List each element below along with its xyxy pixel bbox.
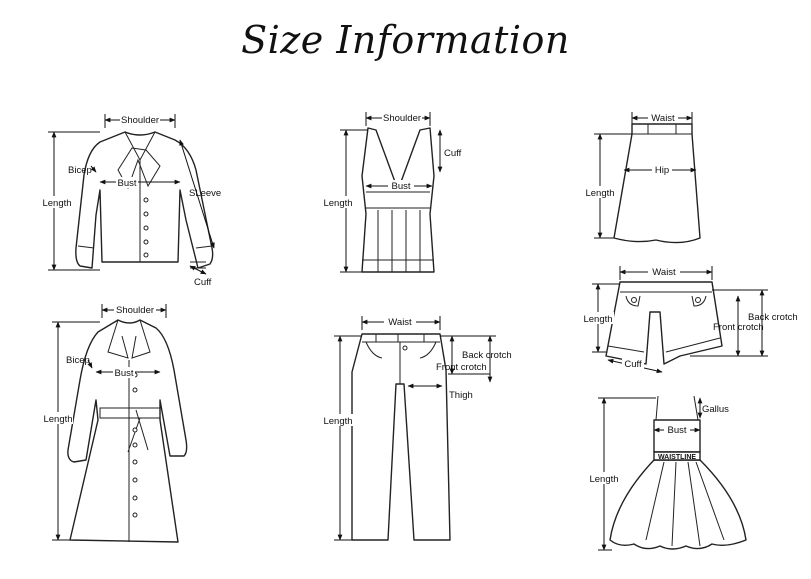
skirt-waist-dimension: Waist (631, 112, 693, 124)
pants-thigh-label: Thigh (449, 390, 473, 401)
coat-length-label: Length (43, 414, 72, 425)
pants-waist-label: Waist (388, 317, 412, 328)
shirt-length-label: Length (42, 198, 71, 209)
pants-length-dimension: Length (322, 335, 362, 541)
skirt-hip-label: Hip (655, 165, 669, 176)
dress-drawing (609, 395, 747, 550)
shirt-bust-dimension: Bust (99, 177, 181, 189)
tank-cuff-label: Cuff (444, 148, 462, 159)
shorts-waist-label: Waist (652, 267, 676, 278)
coat-shoulder-dimension: Shoulder (101, 304, 167, 318)
shirt-bust-label: Bust (117, 178, 136, 189)
shorts-front-crotch-label: Front crotch (713, 322, 764, 333)
dress-bust-label: Bust (667, 425, 686, 436)
coat-drawing (67, 319, 188, 543)
skirt-waist-label: Waist (651, 113, 675, 124)
dress-length-label: Length (589, 474, 618, 485)
pants-front-crotch-label: Front crotch (436, 362, 487, 373)
pants-front-crotch-dimension: Front crotch (436, 335, 493, 383)
shirt-length-dimension: Length (42, 131, 100, 271)
coat-bust-dimension: Bust (95, 367, 161, 379)
shorts-waist-dimension: Waist (619, 266, 713, 280)
dress-waistline-dimension: WAISTLINE (658, 454, 696, 461)
tank-length-dimension: Length (322, 129, 368, 273)
skirt-drawing (613, 123, 701, 244)
shorts-length-dimension: Length (582, 283, 620, 353)
pants-back-crotch-dimension: Back crotch (440, 335, 512, 375)
tank-shoulder-dimension: Shoulder (365, 112, 431, 126)
skirt-hip-dimension: Hip (623, 164, 697, 176)
skirt-figure: Waist Hip Length (584, 112, 701, 244)
dress-waistline-label: WAISTLINE (658, 454, 696, 461)
shirt-bicep-label: Bicep (68, 165, 92, 176)
shirt-bicep-dimension: Bicep (68, 165, 97, 176)
coat-bust-label: Bust (114, 368, 133, 379)
pants-back-crotch-label: Back crotch (462, 350, 512, 361)
shirt-shoulder-label: Shoulder (121, 115, 159, 126)
page-title: Size Information (241, 18, 570, 62)
coat-figure: Shoulder Length Bicep Bust (43, 304, 188, 543)
skirt-length-dimension: Length (584, 133, 632, 239)
pants-waist-dimension: Waist (361, 316, 441, 330)
shirt-cuff-dimension: Cuff (189, 265, 212, 288)
shorts-front-crotch-dimension: Front crotch (713, 295, 764, 357)
dress-gallus-label: Gallus (702, 404, 729, 415)
shorts-back-crotch-label: Back crotch (748, 312, 798, 323)
shirt-figure: Shoulder Length Bicep Bust SLeeve (42, 114, 221, 288)
shorts-drawing (605, 281, 723, 365)
shirt-sleeve-dimension: SLeeve (179, 139, 221, 249)
tank-cuff-dimension: Cuff (437, 129, 462, 173)
coat-bicep-dimension: Bicep (66, 355, 93, 369)
tank-bust-label: Bust (391, 181, 410, 192)
shirt-sleeve-label: SLeeve (189, 188, 221, 199)
shirt-drawing (75, 131, 214, 269)
pants-length-label: Length (323, 416, 352, 427)
shorts-figure: Waist Length Back crotch Front crotch (582, 266, 798, 374)
pants-figure: Waist Back crotch Front crotch Thigh (322, 316, 512, 541)
shirt-shoulder-dimension: Shoulder (104, 114, 176, 128)
tank-bust-dimension: Bust (365, 180, 433, 192)
tank-drawing (361, 127, 435, 273)
tank-shoulder-label: Shoulder (383, 113, 421, 124)
skirt-length-label: Length (585, 188, 614, 199)
shorts-length-label: Length (583, 314, 612, 325)
pants-thigh-dimension: Thigh (407, 383, 473, 401)
coat-length-dimension: Length (43, 321, 100, 541)
dress-gallus-dimension: Gallus (697, 397, 729, 419)
shorts-cuff-label: Cuff (624, 359, 642, 370)
shorts-back-crotch-dimension: Back crotch (690, 289, 798, 357)
shirt-cuff-label: Cuff (194, 277, 212, 288)
tank-length-label: Length (323, 198, 352, 209)
dress-figure: Gallus Bust WAISTLINE Length (588, 395, 747, 551)
shorts-cuff-dimension: Cuff (607, 358, 663, 374)
coat-shoulder-label: Shoulder (116, 305, 154, 316)
coat-bicep-label: Bicep (66, 355, 90, 366)
tank-figure: Shoulder Cuff Bust Length (322, 112, 462, 273)
dress-bust-dimension: Bust (653, 424, 701, 436)
dress-length-dimension: Length (588, 397, 656, 551)
